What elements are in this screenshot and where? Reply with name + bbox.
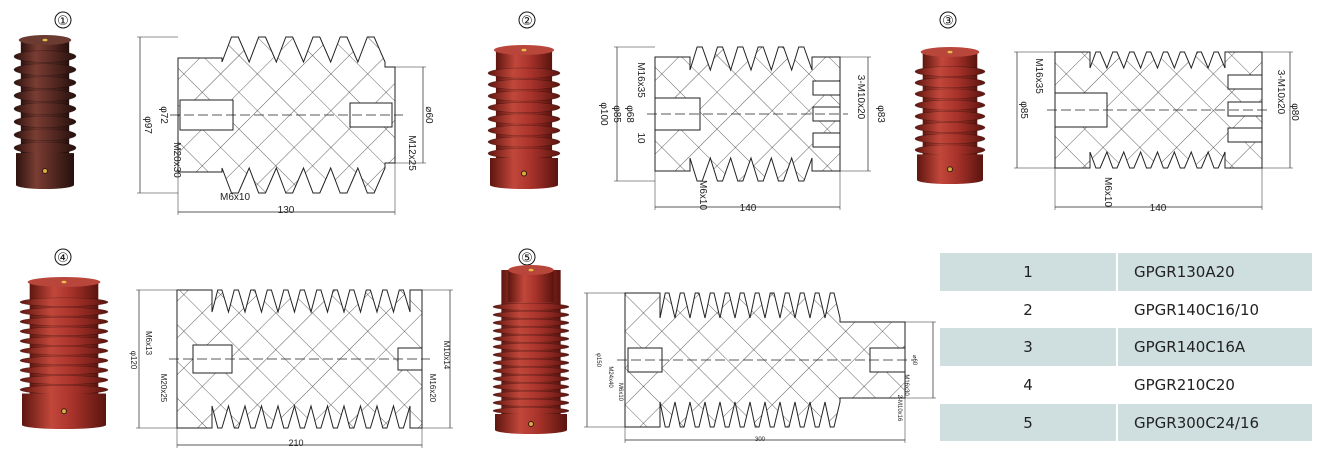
row-model: GPGR140C16/10 bbox=[1134, 300, 1260, 319]
row-number: 5 bbox=[940, 403, 1118, 442]
dim-label: M12x25 bbox=[406, 135, 417, 171]
threaded-hole bbox=[1227, 101, 1263, 117]
dim-label: 210 bbox=[288, 438, 303, 448]
dim-label: φ85 bbox=[611, 105, 622, 123]
dim-label: 140 bbox=[740, 203, 757, 214]
row-number: 1 bbox=[940, 253, 1118, 291]
dim-label: M16x20 bbox=[428, 374, 437, 403]
row-number: 3 bbox=[940, 328, 1118, 367]
row-model: GPGR210C20 bbox=[1134, 375, 1235, 394]
number-label: ① bbox=[57, 14, 69, 29]
dim-label: M20x30 bbox=[171, 142, 182, 178]
threaded-hole bbox=[812, 132, 841, 148]
dim-label: ⌀60 bbox=[911, 355, 917, 366]
dim-label: M20x25 bbox=[159, 374, 168, 403]
technical-drawing-2 bbox=[614, 46, 871, 210]
dim-label: φ72 bbox=[158, 106, 169, 124]
technical-drawing-5 bbox=[584, 292, 936, 443]
threaded-hole bbox=[1227, 74, 1263, 90]
drawing-4-labels: M6x13 φ120 M20x25 210 M10x14 M16x20 bbox=[129, 331, 451, 448]
insulator-photo-4 bbox=[19, 277, 109, 429]
dim-label: φ68 bbox=[624, 105, 635, 123]
insulator-photo-3 bbox=[914, 47, 986, 184]
insulator-photo-5 bbox=[492, 265, 570, 434]
drawing-5-labels: φ150 M24x40 M6x10 ⌀60 M16x30 2-M10x16 30… bbox=[595, 353, 917, 443]
table-row: 4 GPGR210C20 bbox=[940, 366, 1312, 404]
dim-label: 3-M10x20 bbox=[1275, 70, 1286, 115]
product-number-3: ③ bbox=[939, 11, 957, 29]
dim-label: φ83 bbox=[875, 105, 886, 123]
threaded-hole bbox=[812, 80, 841, 96]
dim-label: 10 bbox=[635, 132, 646, 144]
product-number-2: ② bbox=[518, 11, 536, 29]
row-number: 2 bbox=[940, 290, 1118, 329]
product-number-4: ④ bbox=[54, 248, 72, 266]
number-label: ② bbox=[521, 14, 533, 29]
dim-label: M24x40 bbox=[607, 366, 613, 388]
dim-label: 2-M10x16 bbox=[896, 395, 902, 422]
threaded-hole bbox=[812, 106, 841, 122]
insulator-photo-1 bbox=[13, 35, 77, 189]
product-number-1: ① bbox=[54, 11, 72, 29]
dim-label: M10x14 bbox=[442, 341, 451, 370]
table-row: 2 GPGR140C16/10 bbox=[940, 290, 1312, 329]
dim-label: M16x35 bbox=[1033, 58, 1044, 94]
dim-label: M6x10 bbox=[617, 383, 623, 402]
dim-label: M6x13 bbox=[144, 331, 153, 356]
insulator-photo-2 bbox=[487, 45, 561, 189]
row-model: GPGR130A20 bbox=[1117, 253, 1312, 291]
dim-label: φ150 bbox=[595, 353, 601, 368]
row-model: GPGR140C16A bbox=[1117, 328, 1312, 367]
dim-label: 130 bbox=[278, 205, 295, 216]
technical-drawing-4 bbox=[136, 289, 453, 448]
dim-label: 3-M10x20 bbox=[855, 75, 866, 120]
dim-label: φ100 bbox=[598, 102, 609, 126]
dim-label: M6x10 bbox=[220, 192, 250, 203]
dim-label: φ85 bbox=[1018, 101, 1029, 119]
row-number: 4 bbox=[940, 366, 1118, 404]
dim-label: M16x35 bbox=[635, 62, 646, 98]
dim-label: ⌀60 bbox=[423, 106, 434, 124]
dim-label: 300 bbox=[755, 437, 766, 443]
product-number-5: ⑤ bbox=[518, 248, 536, 266]
dim-label: 140 bbox=[1150, 203, 1167, 214]
dim-label: M16x30 bbox=[903, 374, 909, 396]
number-label: ③ bbox=[942, 14, 954, 29]
technical-drawing-1 bbox=[137, 36, 426, 215]
technical-drawing-3 bbox=[1014, 51, 1293, 210]
drawing-1-labels: φ97 φ72 M20x30 ⌀60 M12x25 M6x10 130 bbox=[142, 106, 434, 216]
dim-label: φ97 bbox=[142, 116, 153, 134]
drawing-2-labels: φ100 φ85 φ68 M16x35 10 M6x10 140 3-M10x2… bbox=[598, 62, 886, 214]
number-label: ④ bbox=[57, 251, 69, 266]
number-label: ⑤ bbox=[521, 251, 533, 266]
dim-label: M6x10 bbox=[697, 180, 708, 210]
threaded-hole bbox=[1227, 127, 1263, 143]
dim-label: φ80 bbox=[1289, 103, 1300, 121]
drawing-3-labels: M16x35 φ85 M6x10 140 3-M10x20 φ80 bbox=[1018, 58, 1300, 214]
row-model: GPGR300C24/16 bbox=[1117, 403, 1312, 442]
dim-label: M6x10 bbox=[1102, 177, 1113, 207]
dim-label: φ120 bbox=[129, 351, 138, 370]
